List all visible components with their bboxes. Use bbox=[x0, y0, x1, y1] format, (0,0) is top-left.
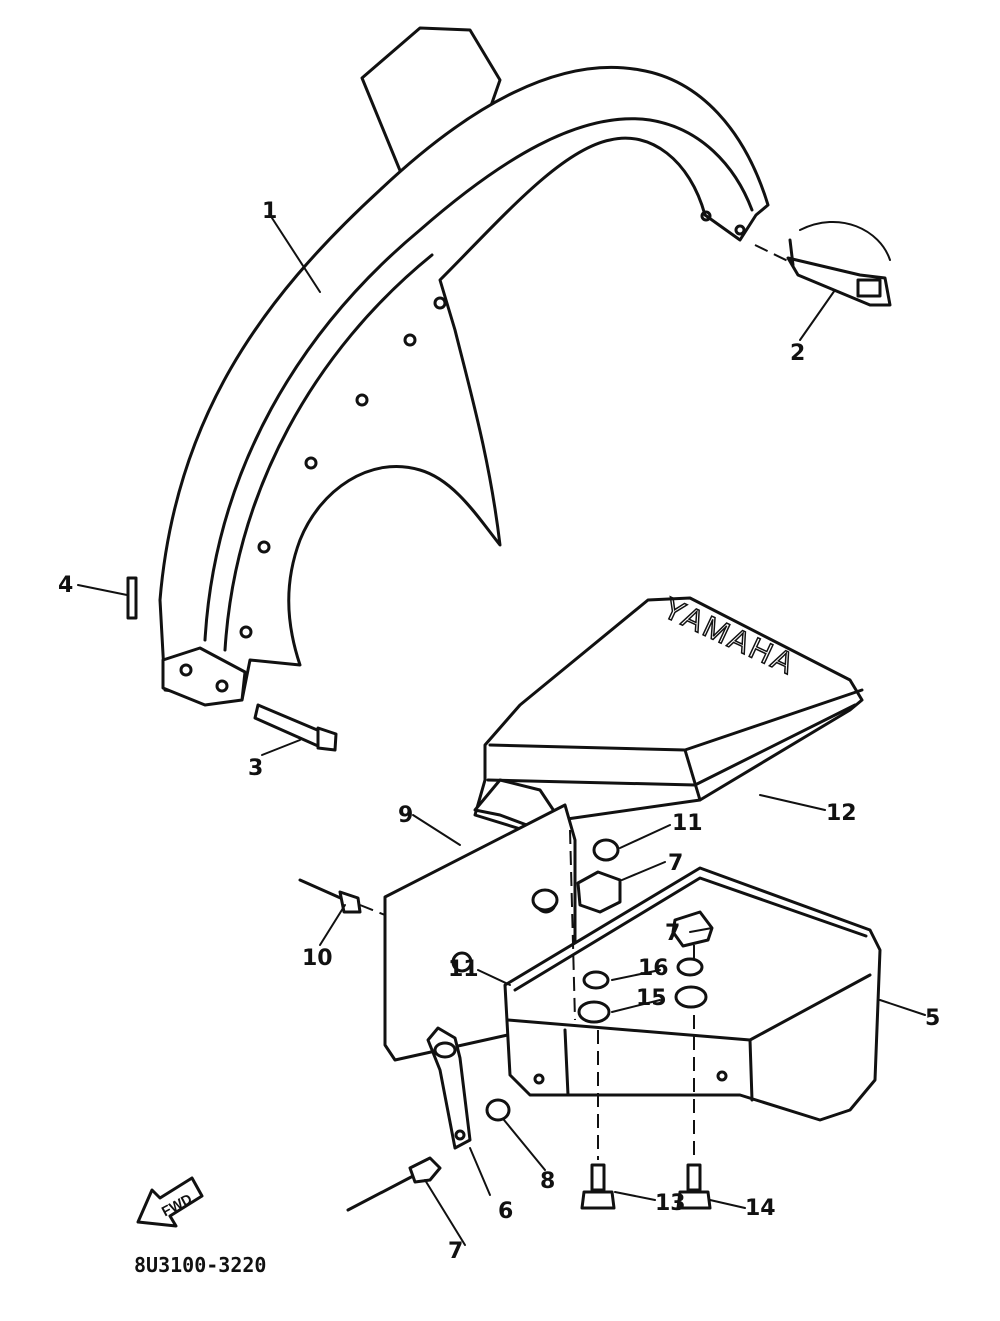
terminal-hardware bbox=[531, 838, 622, 914]
callout-9: 9 bbox=[398, 803, 413, 828]
callout-5: 5 bbox=[925, 1006, 940, 1031]
callout-12: 12 bbox=[826, 801, 857, 826]
terminal-bolt-13 bbox=[580, 1163, 616, 1210]
callout-16: 16 bbox=[638, 956, 669, 981]
front-direction-arrow: FWD bbox=[136, 1176, 204, 1228]
long-screw bbox=[346, 1156, 442, 1212]
rear-fender bbox=[158, 26, 770, 707]
fender-clip bbox=[754, 221, 892, 307]
callout-10: 10 bbox=[302, 946, 333, 971]
callout-7-cover: 7 bbox=[668, 851, 683, 876]
terminal-bolt-14 bbox=[676, 1163, 712, 1210]
cotter-pin bbox=[126, 576, 138, 620]
callout-11-plate: 11 bbox=[448, 957, 479, 982]
callout-11-cover: 11 bbox=[672, 811, 703, 836]
battery-cover: YAMAHA bbox=[473, 591, 864, 837]
leader-lines bbox=[77, 217, 926, 1246]
callout-8: 8 bbox=[540, 1169, 555, 1194]
callout-14: 14 bbox=[745, 1196, 776, 1221]
band-bracket bbox=[426, 1026, 472, 1150]
callout-15: 15 bbox=[636, 986, 667, 1011]
callout-2: 2 bbox=[790, 341, 805, 366]
callout-3: 3 bbox=[248, 756, 263, 781]
callout-4: 4 bbox=[58, 573, 73, 598]
callout-6: 6 bbox=[498, 1199, 513, 1224]
plate-rivet bbox=[298, 878, 386, 916]
drawing-code: 8U3100-3220 bbox=[134, 1253, 266, 1277]
alignment-line bbox=[569, 829, 576, 1021]
callout-1: 1 bbox=[262, 199, 277, 224]
callout-7-screw: 7 bbox=[448, 1239, 463, 1264]
callout-7-case: 7 bbox=[665, 921, 680, 946]
callout-13: 13 bbox=[655, 1191, 686, 1216]
pivot-bolt bbox=[253, 703, 338, 752]
washer bbox=[485, 1098, 511, 1122]
